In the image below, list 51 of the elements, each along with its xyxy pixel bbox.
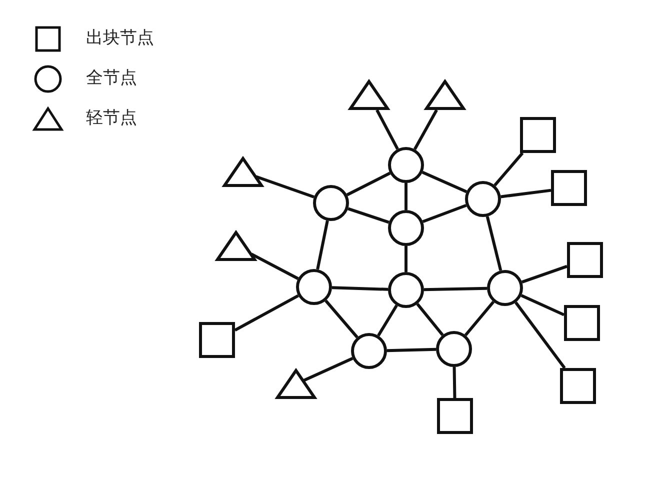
legend-label: 全节点 [86,68,137,88]
connector-line [256,175,315,198]
connector-line [422,170,468,194]
light-node-triangle [223,157,263,187]
connector-line [234,294,299,332]
block-node-square [551,170,587,206]
full-node-circle [388,147,424,183]
light-node-triangle [216,231,256,261]
legend-label: 轻节点 [86,108,137,128]
full-node-circle [388,272,424,308]
light-node-triangle [425,80,465,110]
block-node-square [520,117,556,153]
full-node-circle [487,270,523,306]
connector-line [386,348,436,352]
connector-line [416,303,444,336]
full-node-circle [436,331,472,367]
connector-line [250,252,299,280]
connector-line [514,302,566,369]
connector-line [303,357,354,382]
full-node-circle [465,181,501,217]
connector-line [332,286,388,291]
block-node-square [560,368,596,404]
connector-line [464,300,495,336]
connector-line [377,304,398,336]
connector-line [486,216,502,271]
connector-line [452,366,456,398]
full-node-circle [313,185,349,221]
block-node-square [567,242,603,278]
connector-line [376,109,399,150]
connector-line [500,188,552,198]
full-node-circle [351,333,387,369]
connector-line [422,204,467,224]
connector-line [413,109,438,150]
connector-line [316,220,329,270]
full-node-circle [388,210,424,246]
connector-line [424,286,488,292]
light-node-triangle [276,369,316,399]
connector-line [348,207,390,224]
block-node-square [564,305,600,341]
connector-line [324,300,358,338]
connector-line [522,264,568,284]
connector-line [520,294,565,316]
connector-line [404,246,408,272]
block-node-square [437,398,473,434]
full-node-circle [296,269,332,305]
light-node-triangle [349,80,389,110]
connector-line [346,172,391,196]
legend-label: 出块节点 [86,28,154,48]
block-node-square [199,322,235,358]
connector-line [404,183,408,210]
connector-line [494,152,524,186]
